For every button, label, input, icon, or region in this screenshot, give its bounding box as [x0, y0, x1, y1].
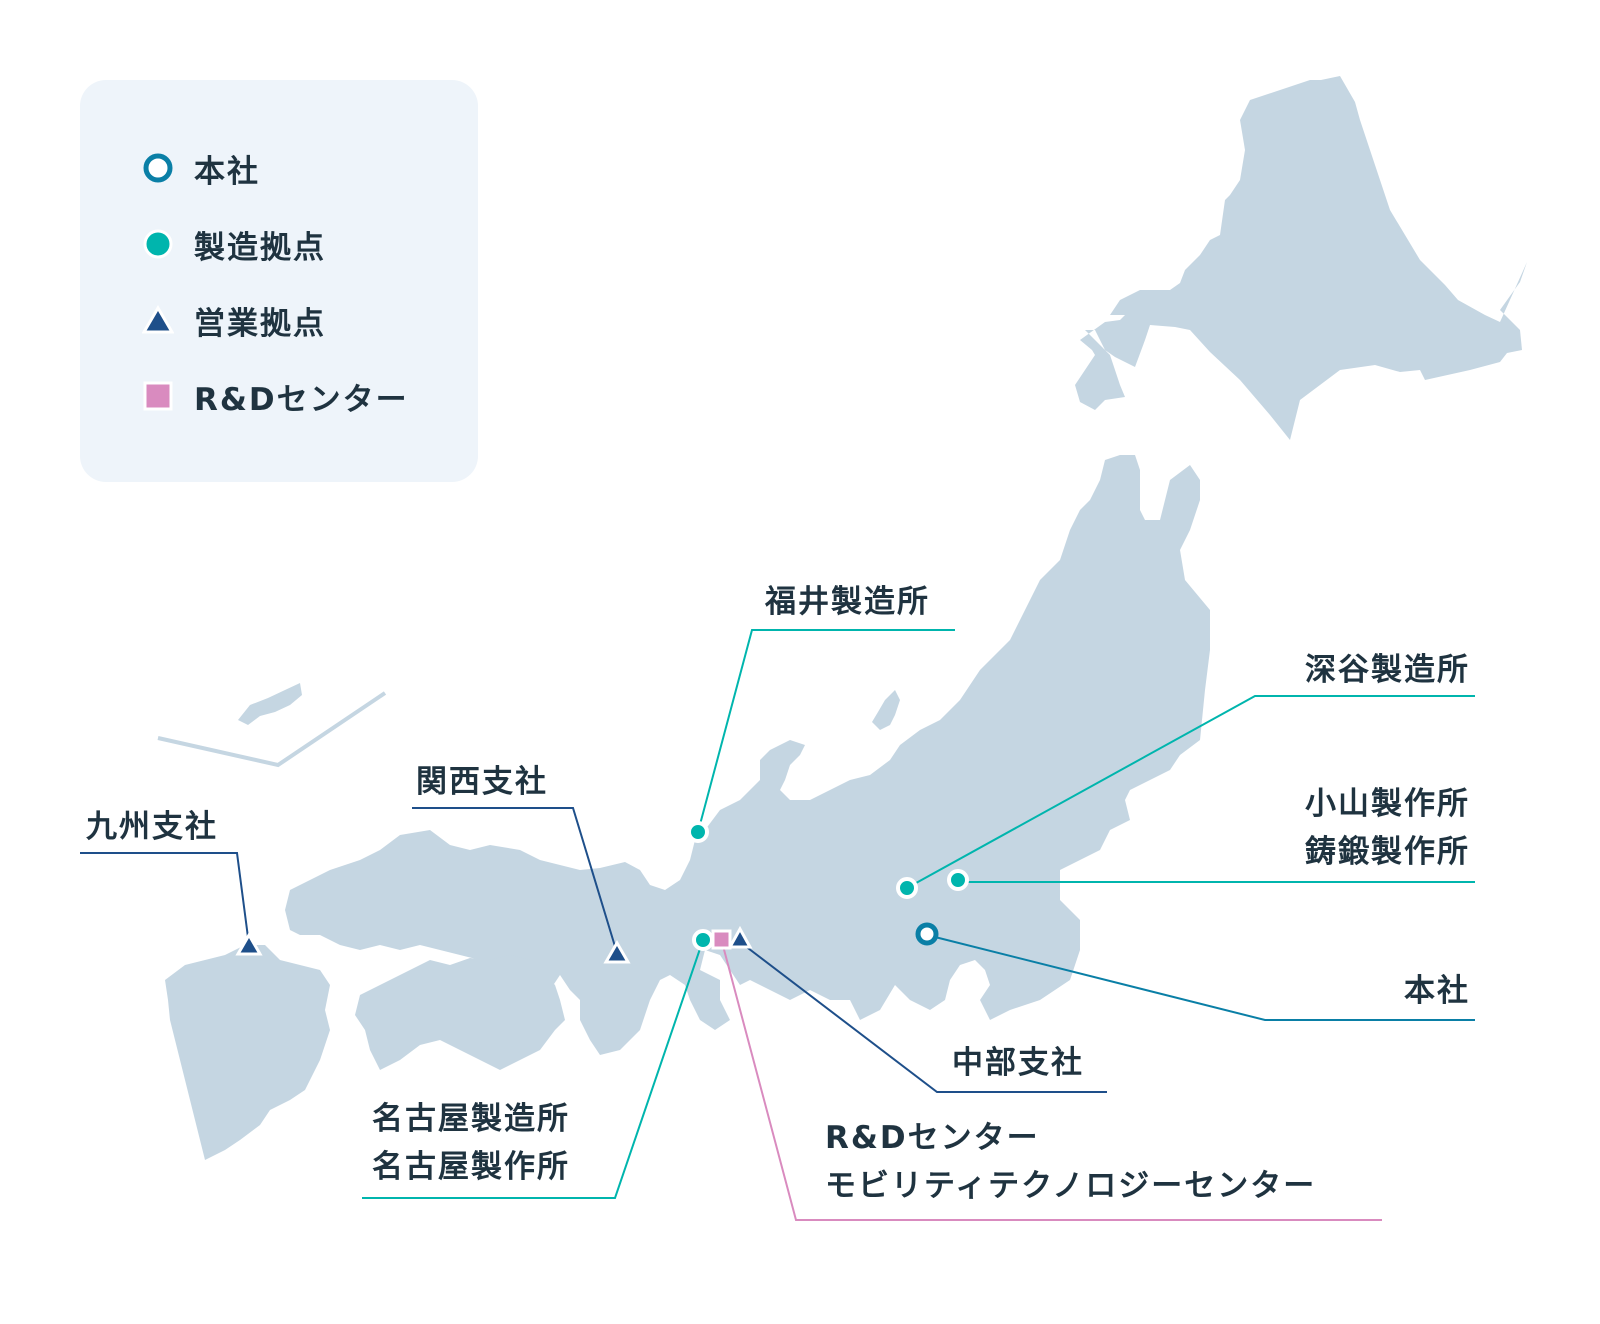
kyushu [165, 945, 330, 1160]
leader-lines [80, 629, 1475, 1221]
label-rnd[interactable]: R&Dセンター モビリティテクノロジーセンター [825, 1120, 1317, 1204]
leader-hq [926, 934, 1475, 1021]
legend-item-manufacturing: 製造拠点 [142, 224, 326, 266]
shikoku [355, 955, 565, 1070]
legend-label: 本社 [194, 153, 260, 190]
label-kansai[interactable]: 関西支社 [416, 764, 548, 800]
legend-label: 製造拠点 [194, 229, 326, 266]
awaji-island [658, 915, 680, 950]
hokkaido [1075, 76, 1527, 440]
legend-panel: 本社 製造拠点 営業拠点 R&Dセンター [80, 80, 478, 482]
marker-fukaya[interactable] [896, 877, 918, 899]
leader-fukaya [906, 695, 1475, 889]
marker-kansai[interactable] [603, 940, 631, 964]
triangle-icon [142, 304, 174, 336]
leader-chubu [739, 941, 1107, 1093]
leader-fukui [697, 629, 955, 833]
legend-item-rnd: R&Dセンター [142, 376, 409, 418]
legend-label: 営業拠点 [194, 305, 326, 342]
label-chubu[interactable]: 中部支社 [952, 1045, 1084, 1081]
label-fukaya[interactable]: 深谷製造所 [1305, 652, 1470, 688]
tsushima-island [238, 683, 302, 725]
marker-oyama[interactable] [947, 869, 969, 891]
marker-chubu[interactable] [727, 925, 753, 949]
filled-circle-icon [142, 228, 174, 260]
honshu [285, 455, 1210, 1055]
legend-item-headquarters: 本社 [142, 148, 260, 190]
marker-nagoya[interactable] [692, 929, 714, 951]
sado-island [872, 690, 900, 730]
legend-label: R&Dセンター [194, 381, 409, 418]
markers [235, 821, 969, 964]
leader-rnd [721, 941, 1382, 1221]
label-kyushu[interactable]: 九州支社 [86, 809, 218, 845]
label-nagoya[interactable]: 名古屋製造所 名古屋製作所 [372, 1101, 570, 1185]
leader-nagoya [362, 939, 704, 1199]
label-oyama[interactable]: 小山製作所 鋳鍛製作所 [1305, 786, 1470, 870]
label-hq[interactable]: 本社 [1404, 973, 1470, 1009]
marker-hq[interactable] [915, 922, 939, 946]
land-masses [165, 76, 1527, 1160]
marker-fukui[interactable] [687, 821, 709, 843]
leader-kyushu [80, 852, 250, 946]
leader-kansai [412, 807, 618, 954]
ring-circle-icon [142, 152, 174, 184]
inset-divider [157, 691, 387, 768]
marker-rnd[interactable] [711, 929, 732, 950]
marker-kyushu[interactable] [235, 932, 263, 956]
legend-item-sales: 営業拠点 [142, 300, 326, 342]
square-icon [142, 380, 174, 412]
label-fukui[interactable]: 福井製造所 [765, 584, 930, 620]
